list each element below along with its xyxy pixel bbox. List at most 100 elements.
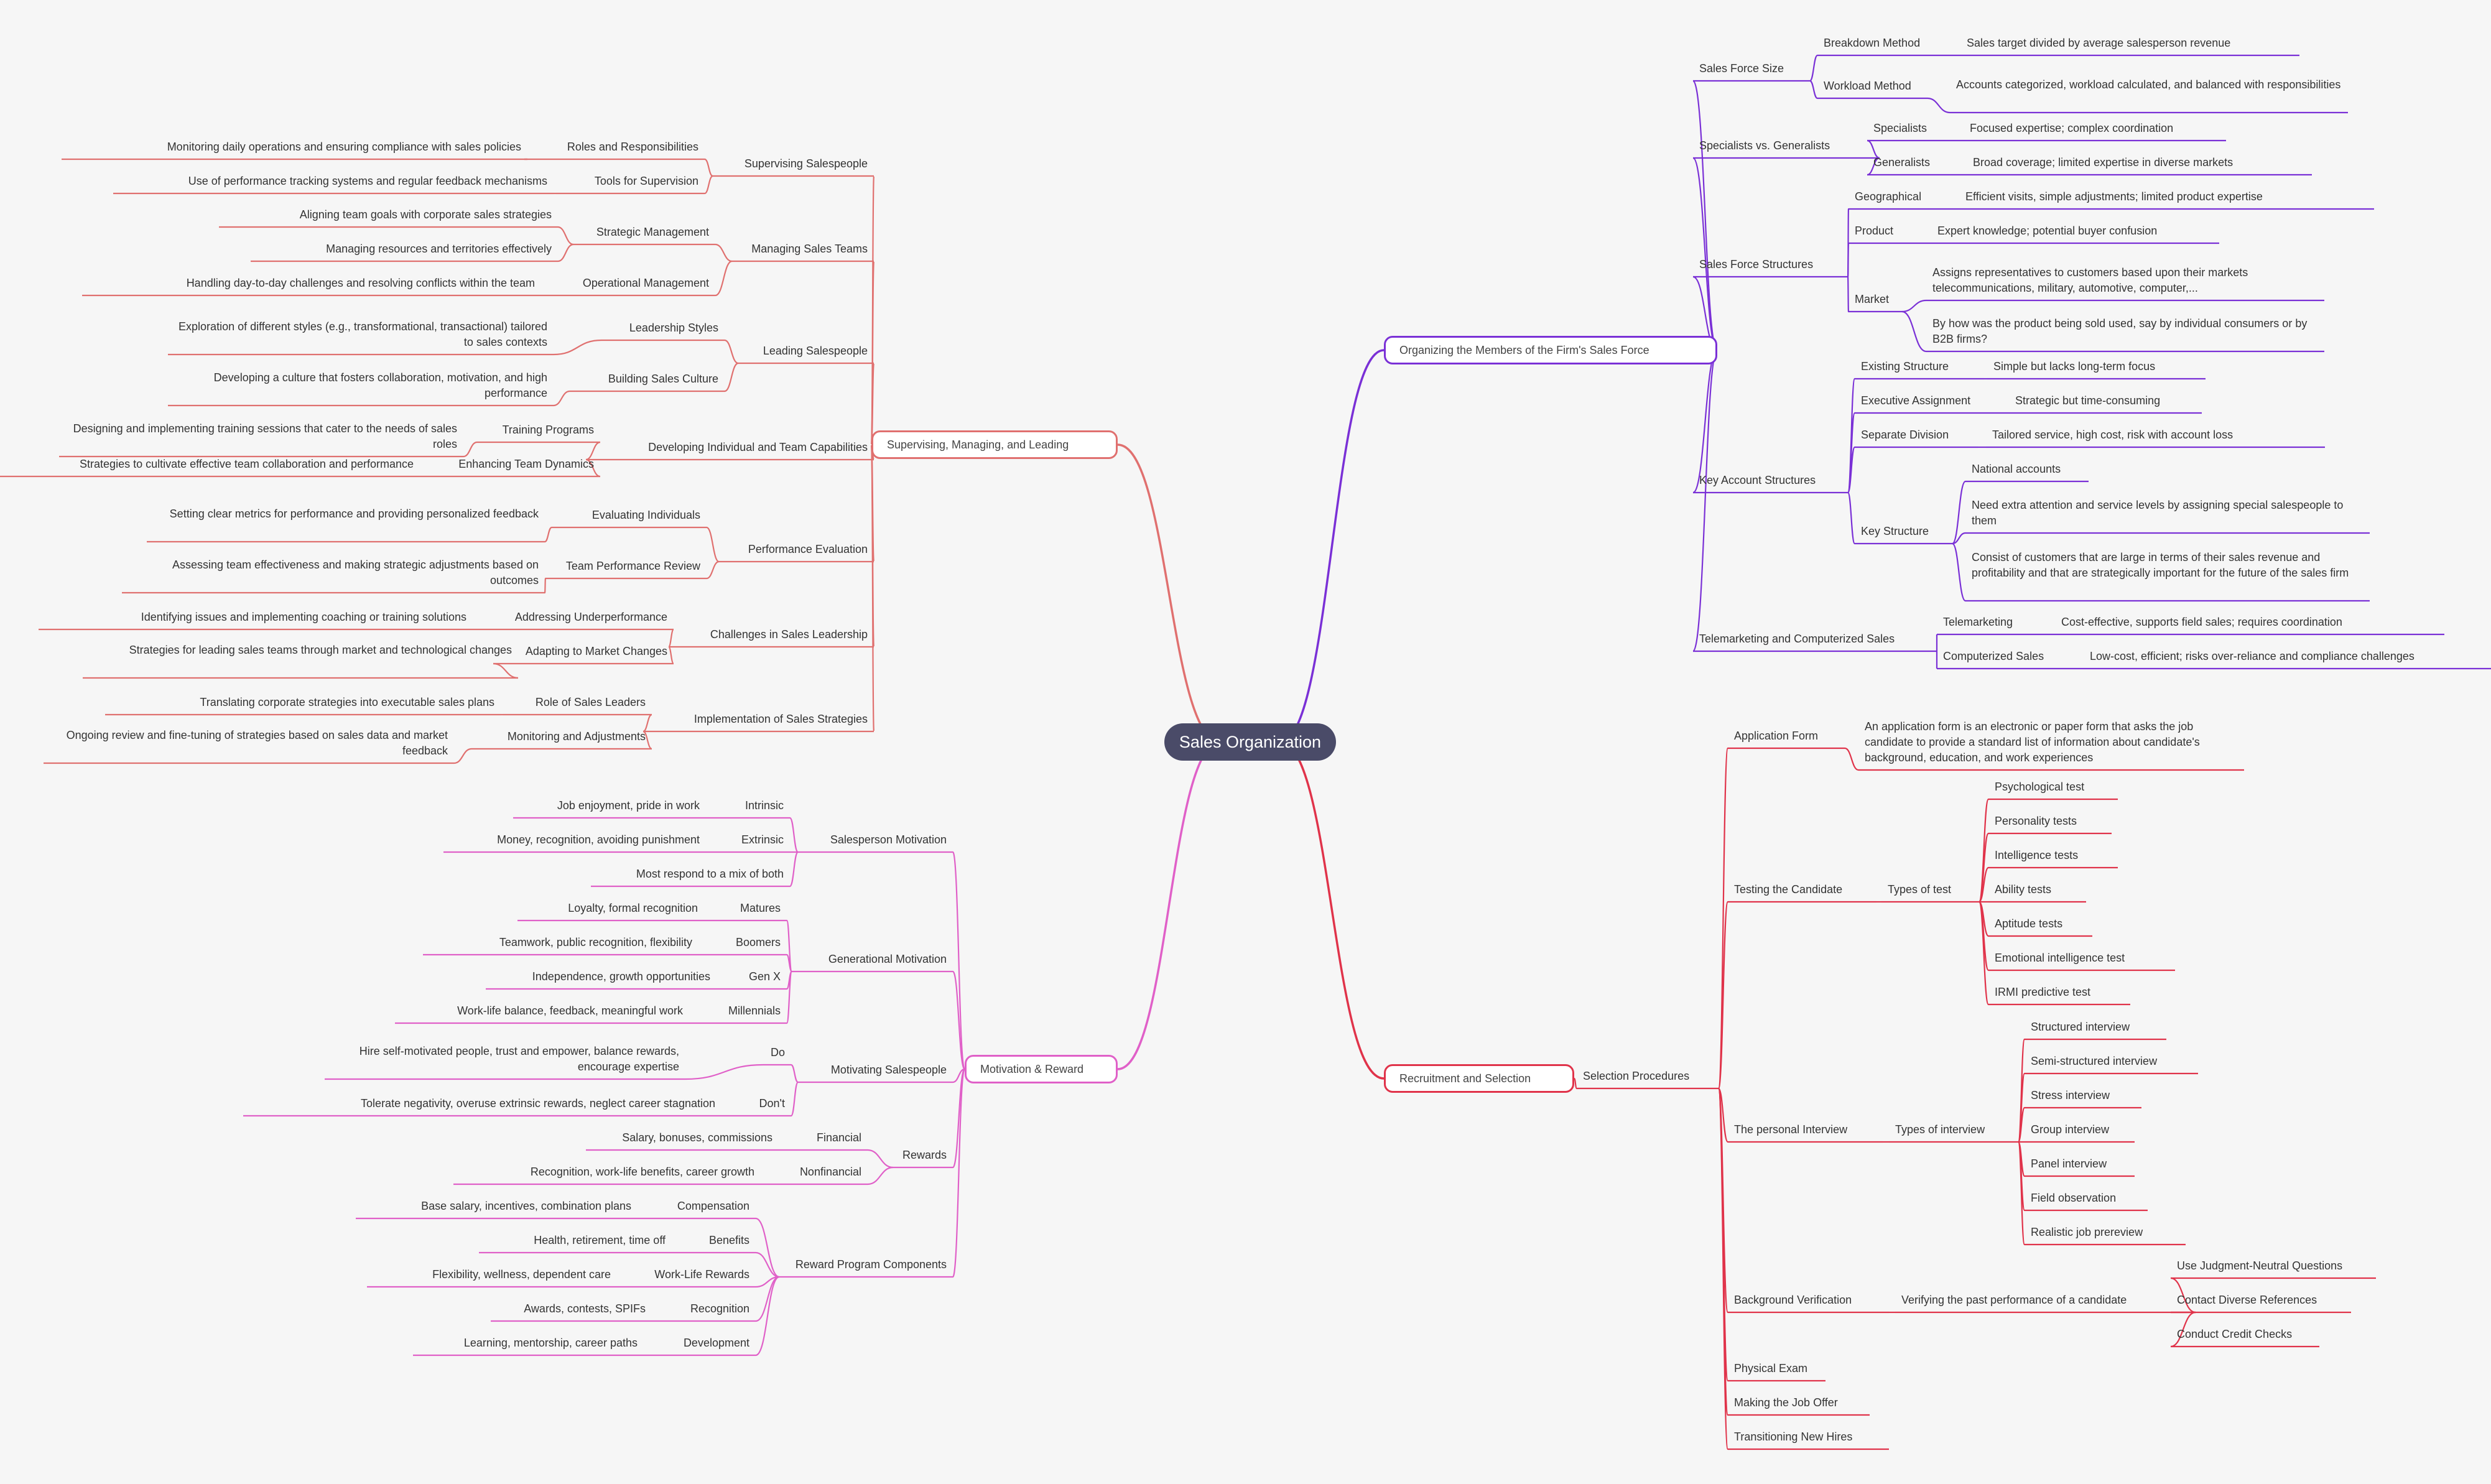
- node-supervising-team-review: Team Performance Review: [565, 560, 700, 572]
- connector-curve: [585, 441, 601, 461]
- connector-curve: [1847, 491, 1856, 545]
- node-motivation-worklife: Work-Life Rewards: [654, 1268, 749, 1281]
- connector-curve: [1901, 299, 1927, 313]
- node-organizing-structures-market-desc1: Assigns representatives to customers bas…: [1932, 266, 2248, 294]
- node-recruitment-interviews-4: Panel interview: [2031, 1157, 2107, 1170]
- connector-curve: [1844, 747, 1859, 771]
- node-recruitment-checks-2: Conduct Credit Checks: [2177, 1328, 2293, 1340]
- connector-curve: [867, 1166, 894, 1185]
- node-organizing-structures-market-desc2: By how was the product being sold used, …: [1932, 317, 2308, 345]
- connector-curve: [952, 970, 966, 1070]
- node-recruitment-application-desc: An application form is an electronic or …: [1865, 720, 2200, 764]
- node-organizing-size-breakdown-desc: Sales target divided by average salesper…: [1967, 37, 2231, 49]
- node-motivation-development: Development: [683, 1337, 749, 1349]
- node-recruitment-background: Background Verification: [1734, 1294, 1852, 1306]
- node-organizing-structures-product-desc: Expert knowledge; potential buyer confus…: [1937, 225, 2158, 237]
- node-organizing-key-account-separate-desc: Tailored service, high cost, risk with a…: [1992, 429, 2234, 441]
- connector-curve: [2017, 1106, 2026, 1143]
- node-recruitment-label[interactable]: Recruitment and Selection: [1384, 1064, 1574, 1093]
- node-supervising-managing: Managing Sales Teams: [751, 243, 868, 255]
- connector-curve: [755, 1217, 780, 1278]
- node-recruitment-interviews-6: Realistic job prereview: [2031, 1226, 2143, 1238]
- node-motivation-motivating: Motivating Salespeople: [830, 1064, 947, 1076]
- node-motivation-benefits: Benefits: [708, 1234, 749, 1246]
- node-supervising-performance: Performance Evaluation: [748, 543, 868, 555]
- node-recruitment-interviews-2: Stress interview: [2031, 1089, 2110, 1101]
- node-supervising-implementation: Implementation of Sales Strategies: [693, 713, 868, 725]
- node-supervising-strategic: Strategic Management: [596, 226, 709, 238]
- connector-curve: [2017, 1141, 2026, 1246]
- node-recruitment-testing: Testing the Candidate: [1734, 883, 1843, 896]
- connector-curve: [870, 443, 875, 733]
- node-motivation-compensation-desc: Base salary, incentives, combination pla…: [421, 1200, 631, 1212]
- connector-curve: [585, 458, 601, 478]
- node-motivation-worklife-desc: Flexibility, wellness, dependent care: [432, 1268, 611, 1281]
- connector-curve: [1717, 747, 1729, 1090]
- node-organizing-structures-geo: Geographical: [1855, 190, 1922, 203]
- node-supervising-adapting-desc: Strategies for leading sales teams throu…: [129, 644, 512, 656]
- node-organizing-size-workload-desc: Accounts categorized, workload calculate…: [1956, 78, 2341, 91]
- node-organizing-structures-label: Sales Force Structures: [1699, 258, 1814, 271]
- node-motivation-dont: Don't: [759, 1097, 785, 1110]
- node-motivation-nonfinancial: Nonfinancial: [799, 1166, 861, 1178]
- connector-curve: [1951, 480, 1967, 545]
- node-supervising-strategic-desc2: Managing resources and territories effec…: [326, 243, 552, 255]
- node-motivation-do-desc: Hire self-motivated people, trust and em…: [359, 1045, 679, 1073]
- node-organizing-tele-telemarketing: Telemarketing: [1943, 616, 2013, 628]
- node-motivation-boomers: Boomers: [735, 936, 781, 948]
- connector-curve: [1717, 1087, 1729, 1450]
- node-supervising-operational-desc: Handling day-to-day challenges and resol…: [186, 277, 535, 289]
- connector-curve: [557, 243, 574, 262]
- node-supervising-challenges: Challenges in Sales Leadership: [710, 628, 868, 641]
- connector-curve: [1279, 741, 1385, 1080]
- node-supervising-label[interactable]: Supervising, Managing, and Leading: [871, 430, 1118, 459]
- node-recruitment-procedures: Selection Procedures: [1583, 1070, 1690, 1082]
- node-motivation-financial-desc: Salary, bonuses, commissions: [622, 1131, 772, 1144]
- node-organizing-key-account-existing: Existing Structure: [1861, 360, 1949, 373]
- node-supervising-dynamics: Enhancing Team Dynamics: [458, 458, 594, 470]
- connector-curve: [1117, 741, 1221, 1070]
- node-motivation-label[interactable]: Motivation & Reward: [965, 1055, 1118, 1083]
- node-supervising-supervising-sp: Supervising Salespeople: [744, 157, 868, 170]
- node-organizing-tele-computerized-desc: Low-cost, efficient; risks over-reliance…: [2090, 650, 2414, 662]
- connector-curve: [1927, 97, 1951, 114]
- root-node[interactable]: Sales Organization: [1164, 723, 1336, 761]
- connector-curve: [706, 560, 720, 580]
- connector-curve: [1692, 349, 1719, 652]
- node-supervising-culture: Building Sales Culture: [608, 373, 718, 385]
- node-organizing-structures-product: Product: [1855, 225, 1894, 237]
- connector-curve: [2170, 1311, 2196, 1348]
- connector-curve: [1952, 532, 1966, 545]
- node-organizing-key-account-key-desc1: National accounts: [1972, 463, 2061, 475]
- node-supervising-evaluating: Evaluating Individuals: [591, 509, 700, 521]
- node-motivation-genx-desc: Independence, growth opportunities: [532, 970, 710, 983]
- node-supervising-monitoring-desc: Ongoing review and fine-tuning of strate…: [66, 729, 448, 757]
- connector-curve: [1867, 139, 1880, 159]
- node-motivation-nonfinancial-desc: Recognition, work-life benefits, career …: [530, 1166, 754, 1178]
- node-motivation-boomers-desc: Teamwork, public recognition, flexibilit…: [499, 936, 692, 948]
- connector-curve: [557, 226, 574, 246]
- connector-curve: [553, 390, 570, 407]
- node-motivation-salesperson: Salesperson Motivation: [830, 833, 947, 846]
- connector-curve: [952, 1068, 966, 1278]
- node-motivation-matures-desc: Loyalty, formal recognition: [568, 902, 698, 914]
- connector-curve: [1692, 349, 1718, 494]
- node-organizing-key-account-exec-desc: Strategic but time-consuming: [2015, 394, 2161, 407]
- node-organizing-size-label: Sales Force Size: [1699, 62, 1784, 75]
- node-supervising-monitoring: Monitoring and Adjustments: [507, 730, 646, 743]
- node-organizing-label[interactable]: Organizing the Members of the Firm's Sal…: [1384, 336, 1717, 364]
- node-organizing-size-breakdown: Breakdown Method: [1824, 37, 1921, 49]
- connector-curve: [1951, 542, 1967, 602]
- node-recruitment-tests-2: Intelligence tests: [1995, 849, 2079, 861]
- connector-curve: [2170, 1277, 2196, 1314]
- node-supervising-adapting: Adapting to Market Changes: [525, 645, 667, 657]
- node-motivation-mix: Most respond to a mix of both: [636, 868, 784, 880]
- connector-curve: [1717, 1087, 1729, 1143]
- node-supervising-roles: Roles and Responsibilities: [567, 141, 698, 153]
- node-motivation-dont-desc: Tolerate negativity, overuse extrinsic r…: [361, 1097, 715, 1110]
- node-organizing-specialists-spec-desc: Focused expertise; complex coordination: [1970, 122, 2174, 134]
- connector-curve: [1809, 54, 1819, 82]
- connector-curve: [790, 1081, 799, 1117]
- node-organizing-key-account-key: Key Structure: [1861, 525, 1929, 537]
